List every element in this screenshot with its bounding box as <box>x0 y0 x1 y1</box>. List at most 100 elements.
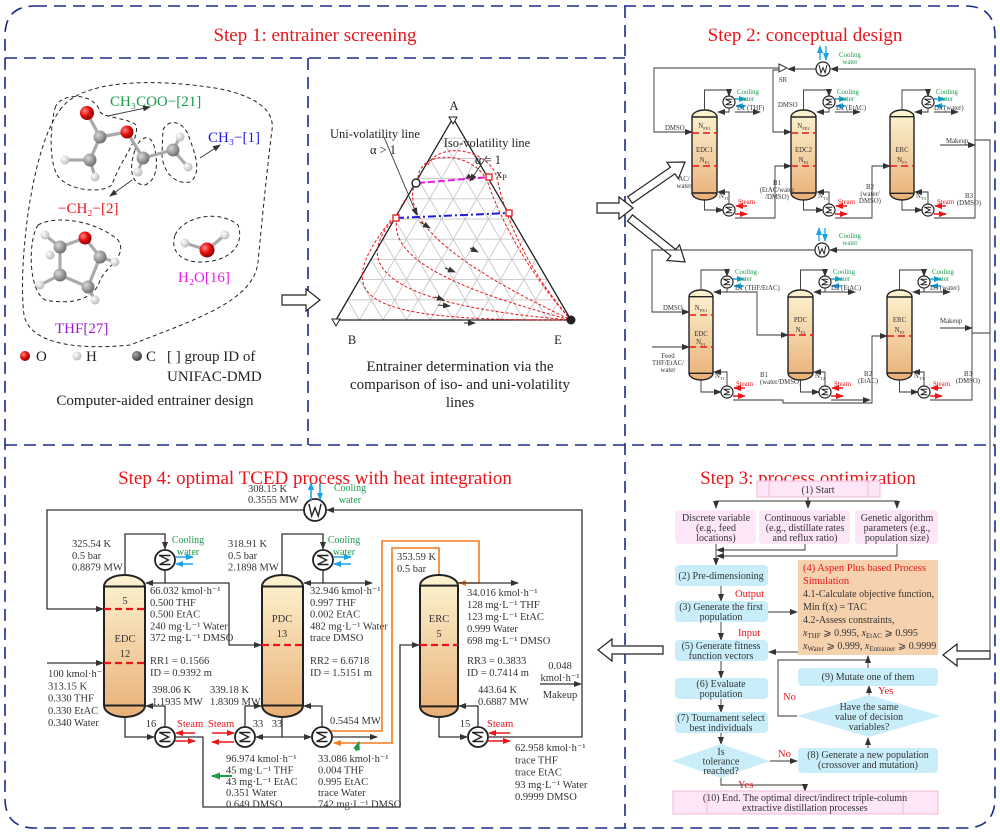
erc-vapor-to-exchanger <box>333 547 440 746</box>
dmso-to-edc <box>651 249 815 315</box>
evaluate-population-box <box>675 678 768 699</box>
erc-boilup <box>458 703 479 727</box>
start-box <box>756 480 881 498</box>
erc-bottoms-composition: trace THF <box>515 755 558 766</box>
exchanger-coil-icon <box>723 278 731 286</box>
constraint-value: ⩾ 0.995 <box>882 628 918 639</box>
reflux-line <box>800 269 828 290</box>
uni-volatility-label: Uni-volatility line <box>330 127 420 141</box>
reflux-return <box>813 288 826 295</box>
ch3coo-group-outline <box>50 95 137 191</box>
stage-label: 5 <box>122 596 127 607</box>
edc-bottoms-composition: 0.351 Water <box>226 788 277 799</box>
exchanger-shell <box>467 726 489 748</box>
step2-title: Step 2: conceptual design <box>708 25 903 46</box>
edc-bottoms-composition: 0.649 DMSO <box>226 800 283 811</box>
pdc-exchanger-boilup <box>303 703 323 727</box>
aspen-simulation-text: 4.1-Calculate objective function, <box>803 589 934 600</box>
carbon-atom <box>53 268 67 282</box>
iso-volatility-line <box>417 176 490 184</box>
makeup-unit: kmol·h⁻¹ <box>540 673 579 684</box>
step2.indirect-condenser-1 <box>818 275 832 289</box>
cooling-water-label: water <box>934 276 950 283</box>
label-subscript: T2 <box>820 376 825 381</box>
composition-point-marker <box>485 173 493 181</box>
d1-to-pdc <box>727 291 789 338</box>
end-box <box>672 790 939 815</box>
continuous-variable-label: (e.g., distillate rates <box>766 523 845 534</box>
edc-reboiler-conditions: 398.06 K <box>152 685 192 696</box>
fitness-vectors-box <box>675 640 768 661</box>
exchanger-coil-icon <box>924 206 932 214</box>
label-main: N <box>897 157 902 164</box>
edc-distillate-composition: 0.500 THF <box>150 598 196 609</box>
residue-curve-direction-arrow <box>444 266 456 273</box>
cooling-water-label: water <box>737 276 753 283</box>
exchanger-shell <box>814 242 830 258</box>
residue-curve <box>395 199 572 321</box>
genetic-parameters-label: parameters (e.g., <box>864 523 931 534</box>
label-subscript: T1 <box>720 376 725 381</box>
bottoms-to-reboiler <box>803 200 824 213</box>
step2.direct-column-1 <box>790 109 817 201</box>
b3-label: B3 <box>964 371 973 378</box>
erc-reboiler-conditions: 443.64 K <box>478 685 518 696</box>
hydrogen-atom <box>175 132 185 142</box>
constraint-line: xWater ⩾ 0.999, xEntrainer ⩾ 0.9999 <box>802 641 936 653</box>
edc-reboiler-conditions: 1.1935 MW <box>152 697 203 708</box>
feed-conditions: 0.330 THF <box>48 694 94 705</box>
edc-diameter: ID = 0.9392 m <box>150 668 212 679</box>
edc-top-conditions: 0.5 bar <box>72 551 102 562</box>
d3-label: D3 (water) <box>934 105 964 112</box>
steam-label: Steam <box>834 381 852 388</box>
stage-label: NF2 <box>799 157 809 165</box>
label-main: N <box>815 373 820 380</box>
pointer-iso-volatility <box>469 155 488 182</box>
step2.indirect-condenser-0 <box>720 275 734 289</box>
edc-overhead-vapor <box>124 533 168 575</box>
genetic-parameters-box <box>855 510 938 544</box>
pointer-ch2 <box>109 179 133 197</box>
pdc-product-composition: 742 mg·L⁻¹ DMSO <box>318 800 402 811</box>
label-main: N <box>797 123 802 130</box>
pdc-distillate-composition: 0.997 THF <box>310 598 356 609</box>
erc-top-conditions: 353.59 K <box>397 552 437 563</box>
cooler-conditions: 0.3555 MW <box>248 495 299 506</box>
exchanger-shell <box>154 549 176 571</box>
steam-label: Steam <box>487 719 513 730</box>
cooling-water-label: water <box>177 547 200 558</box>
cooling-water-label: Cooling <box>735 269 758 276</box>
column-shell <box>691 109 718 201</box>
splitter-label: SR <box>779 77 788 84</box>
exchanger-shell <box>818 385 832 399</box>
erc-distillate-composition: 0.999 Water <box>467 624 518 635</box>
hydrogen-atom <box>60 155 70 165</box>
edc-distillate-composition: 372 mg·L⁻¹ DMSO <box>150 633 234 644</box>
label-subscript: F2 <box>801 330 806 335</box>
residue-curve-direction-arrow <box>434 294 445 301</box>
splitter-icon <box>778 63 789 73</box>
hydrogen-atom <box>35 280 45 290</box>
new-population-label: (crossover and mutation) <box>818 760 918 771</box>
b3-label: (DMSO) <box>957 200 981 207</box>
aspen-simulation-text: 4.2-Assess constraints, <box>803 615 894 626</box>
exchanger-coil-icon <box>317 554 329 566</box>
exchanger-shell <box>818 275 832 289</box>
column-shell <box>790 109 817 201</box>
pdc-reboiler <box>234 726 256 748</box>
legend-hydrogen: H <box>86 349 97 365</box>
mutate-box <box>798 668 938 686</box>
bottoms-to-reboiler <box>899 380 919 395</box>
exchanger-coil-icon <box>239 731 251 743</box>
hydrogen-atom <box>90 295 100 305</box>
oxygen-atom <box>199 242 215 258</box>
exchanger-shell <box>722 95 736 109</box>
cooling-water-label: Cooling <box>837 89 860 96</box>
flow-arrow <box>713 497 809 509</box>
discrete-variable-label: locations) <box>696 533 735 544</box>
tournament-label: (7) Tournament select <box>677 713 765 724</box>
oxygen-atom <box>80 106 94 120</box>
constraint-value: ⩾ 0.999, <box>824 641 865 652</box>
dmso-recycle-line <box>46 509 304 612</box>
stage-label: 33 <box>272 719 283 730</box>
